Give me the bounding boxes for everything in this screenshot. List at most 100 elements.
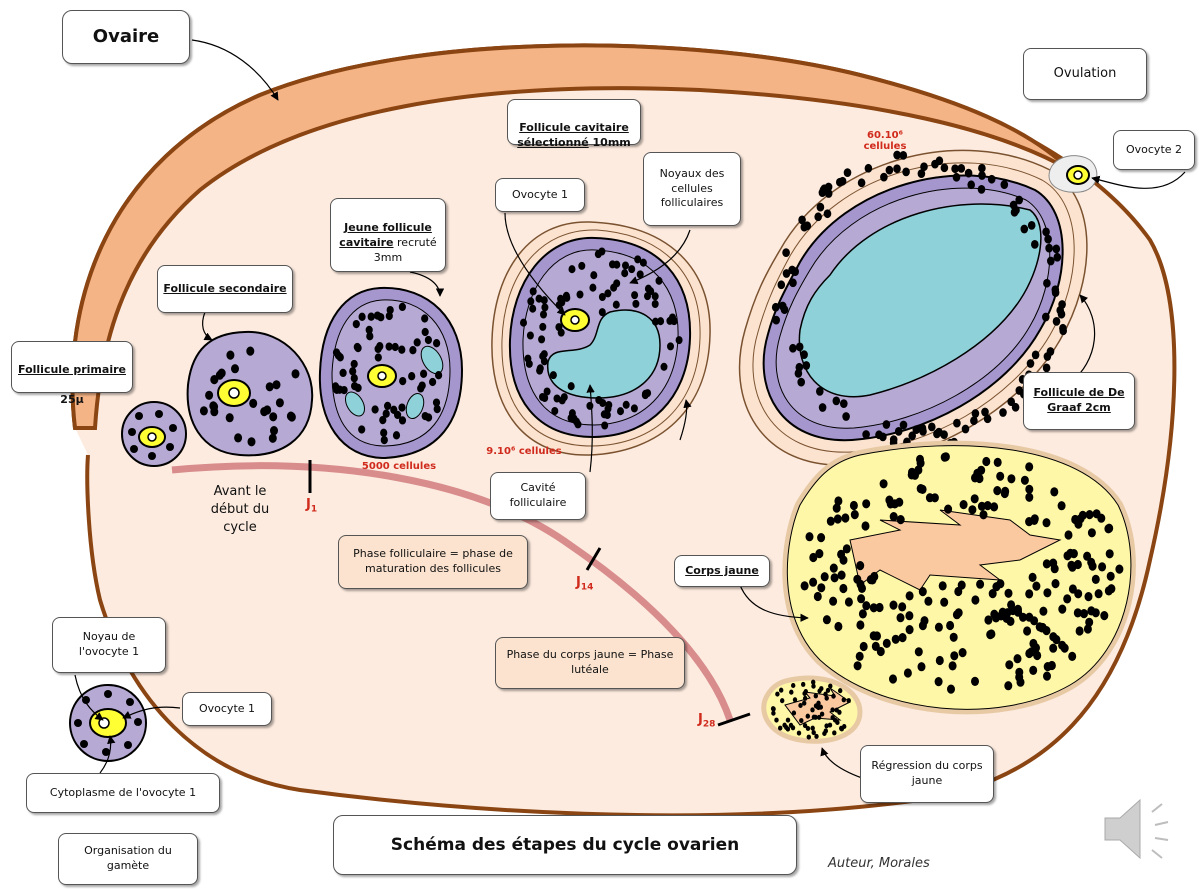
cell-nucleus-dot (996, 472, 1004, 481)
label-cytoplasme-text: Cytoplasme de l'ovocyte 1 (50, 786, 196, 801)
cell-nucleus-dot (1105, 524, 1113, 533)
cell-nucleus-dot (433, 339, 440, 347)
cell-nucleus-dot (419, 381, 426, 389)
cell-nucleus-dot (941, 163, 949, 172)
label-ovaire-text: Ovaire (93, 25, 159, 49)
cell-nucleus-dot (292, 369, 300, 378)
cell-nucleus-dot (1087, 558, 1095, 567)
cell-nucleus-dot (823, 692, 827, 697)
cell-nucleus-dot (851, 510, 859, 519)
cell-nucleus-dot (377, 313, 384, 321)
cell-nucleus-dot (811, 726, 815, 731)
cell-nucleus-dot (830, 564, 838, 573)
cell-nucleus-dot (1080, 609, 1088, 618)
cell-nucleus-dot (870, 631, 878, 640)
label-jeune-follicle: Jeune follicule cavitaire recruté 3mm (330, 198, 446, 272)
cell-nucleus-dot (1086, 510, 1094, 519)
cell-nucleus-dot (667, 342, 674, 350)
cell-nucleus-dot (800, 350, 808, 359)
cell-nucleus-dot (782, 723, 786, 728)
label-selected-size: 10mm (589, 136, 631, 149)
cell-nucleus-dot (210, 375, 218, 384)
day-j28: J28 (698, 712, 715, 730)
cell-nucleus-dot (609, 260, 616, 268)
cell-nucleus-dot (924, 597, 932, 606)
cell-nucleus-dot (821, 572, 829, 581)
cell-nucleus-dot (1028, 221, 1036, 230)
cell-nucleus-dot (622, 261, 629, 269)
cell-nucleus-dot (1049, 644, 1057, 653)
cell-nucleus-dot (835, 708, 839, 713)
cell-nucleus-dot (340, 369, 347, 377)
day-j1: J1 (306, 497, 317, 515)
cell-nucleus-dot (540, 310, 547, 318)
cell-nucleus-dot (832, 730, 836, 735)
cell-nucleus-dot (953, 173, 961, 182)
cell-nucleus-dot (806, 714, 810, 719)
cell-nucleus-dot (854, 661, 862, 670)
cell-nucleus-dot (536, 295, 543, 303)
cell-nucleus-dot (1074, 589, 1082, 598)
cell-nucleus-dot (1107, 572, 1115, 581)
cell-nucleus-dot (838, 571, 846, 580)
cell-nucleus-dot (1088, 528, 1096, 537)
cell-nucleus-dot (973, 469, 981, 478)
cell-nucleus-dot (840, 726, 844, 731)
label-phase-luteale: Phase du corps jaune = Phase lutéale (495, 637, 685, 689)
cell-nucleus-dot (1025, 589, 1033, 598)
cell-nucleus-dot (950, 633, 958, 642)
cell-nucleus-dot (939, 581, 947, 590)
cell-nucleus-dot (381, 436, 388, 444)
cell-nucleus-dot (425, 336, 432, 344)
cell-nucleus-dot (550, 371, 557, 379)
cell-nucleus-dot (333, 348, 340, 356)
cell-nucleus-dot (931, 160, 939, 169)
cell-nucleus-dot (1058, 501, 1066, 510)
cell-nucleus-dot (853, 575, 861, 584)
cell-nucleus-dot (1052, 579, 1060, 588)
cell-nucleus-dot (993, 486, 1001, 495)
cell-nucleus-dot (269, 434, 277, 443)
cell-nucleus-dot (393, 431, 400, 439)
cell-nucleus-dot (1025, 649, 1033, 658)
day-j1-sub: 1 (311, 505, 317, 515)
cell-nucleus-dot (947, 685, 955, 694)
cell-nucleus-dot (890, 435, 898, 444)
label-corps-jaune: Corps jaune (674, 555, 770, 587)
cell-nucleus-dot (992, 613, 1000, 622)
cell-nucleus-dot (249, 399, 257, 408)
cell-nucleus-dot (994, 458, 1002, 467)
cell-nucleus-dot (824, 728, 828, 733)
speaker-icon[interactable] (1105, 800, 1168, 858)
cell-nucleus-dot (605, 401, 612, 409)
label-ovocyte1-bottom-text: Ovocyte 1 (199, 702, 255, 717)
cell-nucleus-dot (524, 355, 531, 363)
cell-nucleus-dot (1092, 608, 1100, 617)
day-j28-sub: 28 (703, 720, 716, 730)
cell-nucleus-dot (933, 430, 941, 439)
ovulated-oocyte (1049, 156, 1097, 193)
cell-nucleus-dot (563, 292, 570, 300)
cell-nucleus-dot (645, 285, 652, 293)
cell-nucleus-dot (809, 578, 817, 587)
cell-nucleus-dot (568, 382, 575, 390)
cell-nucleus-dot (789, 723, 793, 728)
cell-nucleus-dot (1007, 397, 1015, 406)
cell-nucleus-dot (288, 412, 296, 421)
cell-nucleus-dot (792, 710, 796, 715)
label-phase-luteale-text: Phase du corps jaune = Phase lutéale (500, 648, 680, 678)
cell-nucleus-dot (797, 731, 801, 736)
corpus-luteum (787, 446, 1131, 710)
cell-nucleus-dot (869, 575, 877, 584)
cell-nucleus-dot (928, 423, 936, 432)
cell-nucleus-dot (971, 595, 979, 604)
cell-nucleus-dot (820, 186, 828, 195)
cell-nucleus-dot (968, 505, 976, 514)
cell-nucleus-dot (541, 303, 548, 311)
day-j14: J14 (576, 575, 593, 593)
label-cavite-text: Cavité folliculaire (495, 481, 581, 511)
cell-nucleus-dot (539, 323, 546, 331)
oocyte-detail (70, 685, 146, 761)
cell-nucleus-dot (384, 402, 391, 410)
cell-nucleus-dot (782, 248, 790, 257)
